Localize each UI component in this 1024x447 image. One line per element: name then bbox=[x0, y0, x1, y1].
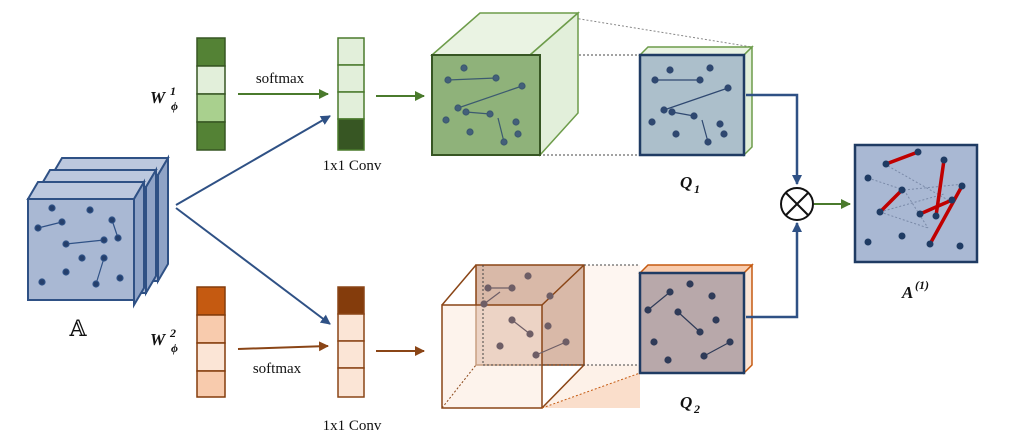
conv-bottom-label: 1x1 Conv bbox=[323, 418, 382, 434]
conv-top-kernel bbox=[337, 37, 365, 151]
softmax-bottom-arrow bbox=[237, 341, 329, 352]
input-cube-front bbox=[26, 178, 146, 309]
conv-top-label: 1x1 Conv bbox=[323, 158, 382, 174]
output-attention-matrix bbox=[853, 143, 979, 264]
input-tensor-stack bbox=[26, 154, 170, 309]
q2-to-multiply-connector bbox=[746, 222, 802, 319]
input-tensor-label: 𝔸 bbox=[68, 316, 87, 341]
w1-weight-vector bbox=[196, 37, 226, 151]
softmax-bottom-label: softmax bbox=[253, 361, 302, 377]
q1-matrix bbox=[638, 45, 754, 157]
conv-bottom-kernel bbox=[337, 286, 365, 398]
w1-label: W 1 ϕ bbox=[150, 80, 180, 113]
orange-tensor bbox=[441, 264, 641, 409]
softmax-top-label: softmax bbox=[256, 71, 305, 87]
green-tensor bbox=[430, 11, 753, 157]
multiply-operator-icon bbox=[780, 187, 814, 221]
output-label: A (1) bbox=[901, 278, 929, 302]
green-graph bbox=[442, 64, 526, 146]
input-graph bbox=[34, 204, 124, 288]
w2-label: W 2 ϕ bbox=[150, 322, 180, 355]
q2-graph bbox=[644, 280, 734, 364]
output-highlighted-edges bbox=[878, 150, 964, 246]
q2-matrix bbox=[638, 263, 754, 375]
q2-label: Q 2 bbox=[680, 393, 700, 416]
input-to-conv-bottom-arrow bbox=[175, 207, 331, 325]
output-nodes bbox=[864, 148, 966, 250]
orange-graph bbox=[480, 272, 570, 359]
q1-graph bbox=[648, 64, 732, 146]
q1-to-multiply-connector bbox=[746, 93, 802, 185]
w2-weight-vector bbox=[196, 286, 226, 398]
input-to-conv-top-arrow bbox=[175, 115, 331, 206]
q1-label: Q 1 bbox=[680, 173, 700, 196]
